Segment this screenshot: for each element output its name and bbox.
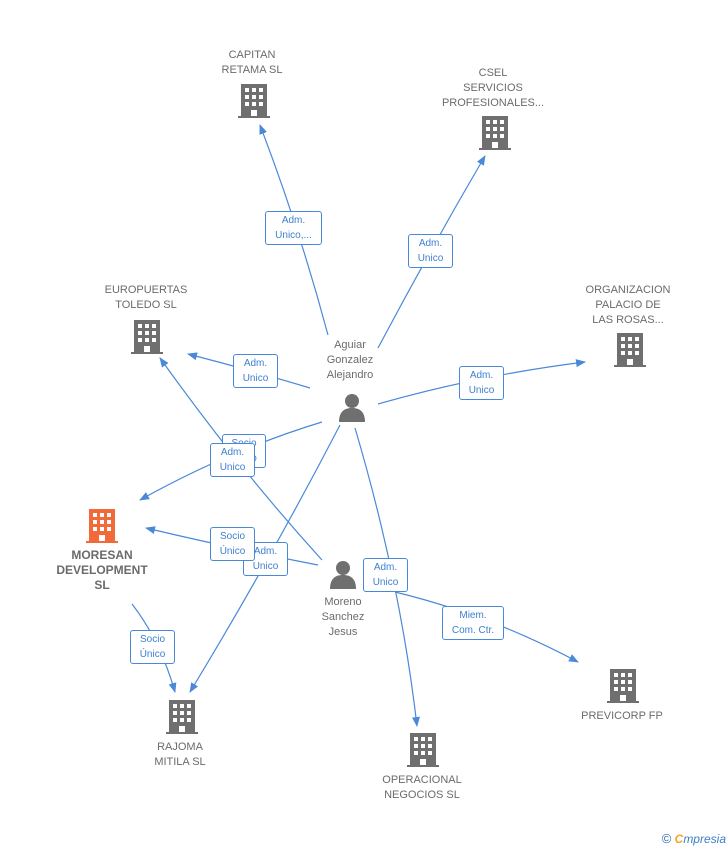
node-label-europuertas[interactable]: EUROPUERTAS TOLEDO SL (104, 284, 188, 311)
copyright-icon: © (661, 831, 672, 846)
building-icon (479, 116, 511, 150)
edge-label-europuertas: Adm. Unico (233, 354, 278, 388)
node-label-moresan[interactable]: MORESAN DEVELOPMENT SL (56, 548, 148, 592)
node-label-capitan[interactable]: CAPITAN RETAMA SL (221, 49, 283, 76)
node-label-csel[interactable]: CSEL SERVICIOS PROFESIONALES... (441, 67, 545, 109)
building-icon (407, 733, 439, 767)
edge-label-capitan: Adm. Unico,... (265, 211, 322, 245)
brand-logo[interactable]: Cmpresia (674, 832, 726, 846)
building-icon (166, 700, 198, 734)
node-label-operacional[interactable]: OPERACIONAL NEGOCIOS SL (382, 774, 462, 801)
edge-label-organizacion: Adm. Unico (459, 366, 504, 400)
node-label-moreno[interactable]: Moreno Sanchez Jesus (321, 596, 365, 638)
edge-label-csel: Adm. Unico (408, 234, 453, 268)
building-icon (607, 669, 639, 703)
edge-label-aguiar-moresan: Adm. Unico (210, 443, 255, 477)
building-icon (131, 320, 163, 354)
edge-label-operacional: Adm. Unico (363, 558, 408, 592)
building-icon (614, 333, 646, 367)
node-label-aguiar[interactable]: Aguiar Gonzalez Alejandro (326, 339, 374, 381)
building-icon (86, 509, 118, 543)
edge-label-moresan-rajoma: Socio Único (130, 630, 175, 664)
node-label-rajoma[interactable]: RAJOMA MITILA SL (154, 741, 206, 768)
person-icon (339, 394, 365, 422)
person-icon (330, 561, 356, 589)
node-label-organizacion[interactable]: ORGANIZACION PALACIO DE LAS ROSAS... (585, 284, 671, 326)
edge-label-moreno-moresan: Socio Único (210, 527, 255, 561)
building-icon (238, 84, 270, 118)
edge-label-previcorp: Miem. Com. Ctr. (442, 606, 504, 640)
node-label-previcorp[interactable]: PREVICORP FP (581, 710, 663, 722)
footer-brand[interactable]: © Cmpresia (662, 831, 726, 846)
